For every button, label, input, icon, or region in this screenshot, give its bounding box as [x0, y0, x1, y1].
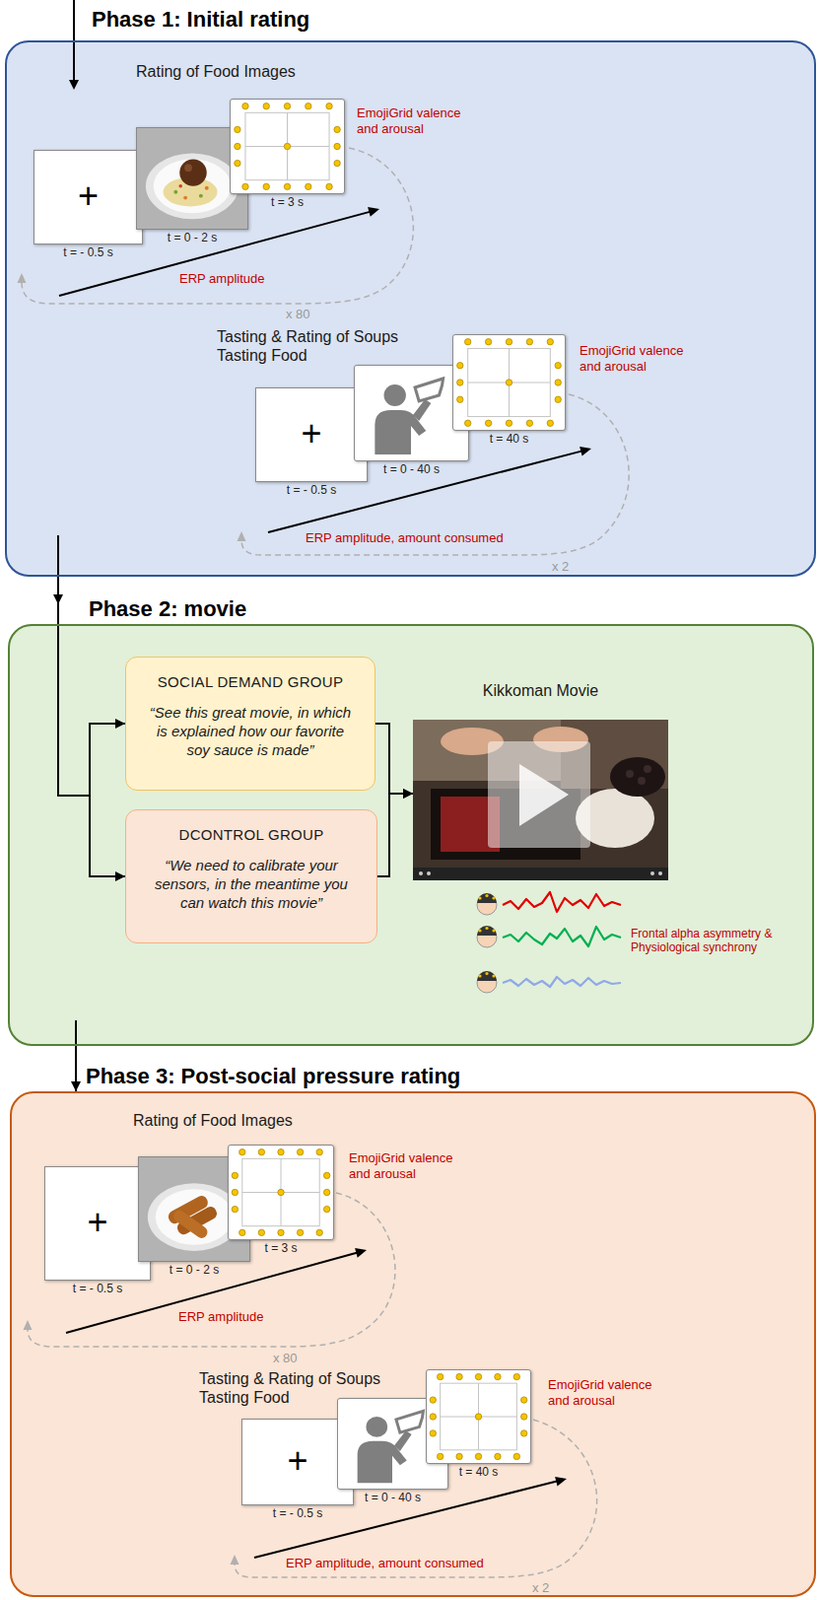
measure-note: ERP amplitude — [178, 1308, 264, 1325]
section-heading: Tasting & Rating of Soups — [199, 1369, 381, 1388]
emojigrid-screen: t = 40 s — [425, 1368, 532, 1464]
flow-connector — [58, 576, 126, 882]
signal-trace — [502, 891, 621, 987]
arrow-head — [403, 788, 413, 799]
group-instruction: “See this great movie, in which is expla… — [143, 703, 357, 759]
fixation-cross: + — [34, 178, 142, 214]
fixation-screen: +t = - 0.5 s — [44, 1165, 151, 1281]
arrow-head — [70, 1081, 81, 1092]
emojigrid-screen: t = 3 s — [229, 98, 345, 195]
section-heading: Rating of Food Images — [136, 63, 296, 81]
measure-note: EmojiGrid valence and arousal — [348, 1150, 473, 1181]
fixation-screen: +t = - 0.5 s — [255, 387, 368, 482]
emojigrid-screen: t = 3 s — [227, 1144, 335, 1240]
emojigrid-graphic — [453, 335, 565, 430]
time-label: t = 0 - 2 s — [169, 1263, 219, 1278]
group-title: SOCIAL DEMAND GROUP — [157, 673, 344, 690]
time-arrow — [59, 211, 582, 1558]
time-label: t = 40 s — [459, 1465, 499, 1480]
repeat-count: x 80 — [285, 306, 311, 323]
group-title: DCONTROL GROUP — [179, 825, 325, 843]
time-label: t = 3 s — [264, 1241, 297, 1256]
repeat-count: x 2 — [532, 1579, 549, 1596]
flow-connector — [377, 788, 413, 877]
time-label: t = 0 - 40 s — [364, 1491, 421, 1505]
fixation-screen: +t = - 0.5 s — [33, 149, 143, 245]
phase-panel: Phase 3: Post-social pressure ratingRati… — [9, 1091, 817, 1597]
section-heading: Tasting Food — [216, 346, 308, 365]
movie-title: Kikkoman Movie — [412, 682, 669, 700]
person-icon — [354, 365, 469, 461]
movie-frame: Kikkoman Movie — [412, 680, 669, 881]
measure-note: EmojiGrid valence and arousal — [579, 342, 703, 374]
time-label: t = - 0.5 s — [72, 1282, 123, 1297]
measure-note: ERP amplitude, amount consumed — [285, 1555, 484, 1571]
arrow-head — [403, 788, 413, 799]
arrow-head — [354, 206, 592, 1486]
phase-title: Phase 2: movie — [88, 596, 247, 621]
time-label: t = - 0.5 s — [63, 246, 113, 261]
flow-connector — [375, 723, 413, 799]
fixation-cross: + — [45, 1204, 150, 1240]
group-instruction: “We need to calibrate your sensors, in t… — [143, 856, 359, 912]
phase-panel: Phase 1: Initial ratingRating of Food Im… — [4, 40, 817, 577]
time-label: t = 0 - 2 s — [167, 231, 217, 246]
section-heading: Tasting & Rating of Soups — [216, 328, 399, 346]
measure-note: Frontal alpha asymmetry & Physiological … — [630, 926, 779, 956]
participant-head — [477, 892, 497, 993]
phase-panel: Phase 2: movieSOCIAL DEMAND GROUP“See th… — [7, 623, 815, 1046]
time-label: t = - 0.5 s — [273, 1506, 323, 1521]
measure-note: EmojiGrid valence and arousal — [547, 1376, 672, 1408]
measure-note: ERP amplitude, amount consumed — [305, 530, 504, 546]
measure-note: ERP amplitude — [179, 271, 265, 287]
movie-still — [412, 719, 669, 881]
phase-title: Phase 3: Post-social pressure rating — [85, 1063, 461, 1089]
flow-connector — [70, 1045, 81, 1092]
phase-title: Phase 1: Initial rating — [91, 6, 310, 32]
group-box: SOCIAL DEMAND GROUP “See this great movie… — [125, 656, 376, 791]
repeat-count: x 2 — [551, 558, 569, 575]
section-heading: Tasting Food — [199, 1388, 290, 1407]
panel-ground — [7, 623, 815, 1046]
repeat-count: x 80 — [273, 1350, 298, 1366]
arrow-head — [115, 718, 126, 729]
emojigrid-screen: t = 40 s — [452, 334, 566, 431]
emojigrid-graphic — [230, 99, 344, 194]
time-label: t = 40 s — [489, 432, 530, 447]
measure-note: EmojiGrid valence and arousal — [356, 105, 480, 137]
time-label: t = - 0.5 s — [286, 483, 337, 498]
panel-ground — [9, 1091, 817, 1597]
connector-line — [375, 723, 413, 794]
connector-line — [58, 576, 126, 877]
panel-ground — [4, 40, 817, 577]
time-label: t = 3 s — [271, 196, 304, 210]
fixation-cross: + — [256, 415, 367, 452]
emojigrid-graphic — [228, 1145, 334, 1239]
group-box: DCONTROL GROUP “We need to calibrate your… — [125, 809, 378, 944]
time-label: t = 0 - 40 s — [383, 463, 440, 478]
connector-line — [377, 793, 413, 877]
arrow-head — [68, 79, 79, 90]
emojigrid-graphic — [426, 1369, 531, 1463]
section-heading: Rating of Food Images — [133, 1111, 293, 1130]
arrow-head — [115, 871, 126, 882]
